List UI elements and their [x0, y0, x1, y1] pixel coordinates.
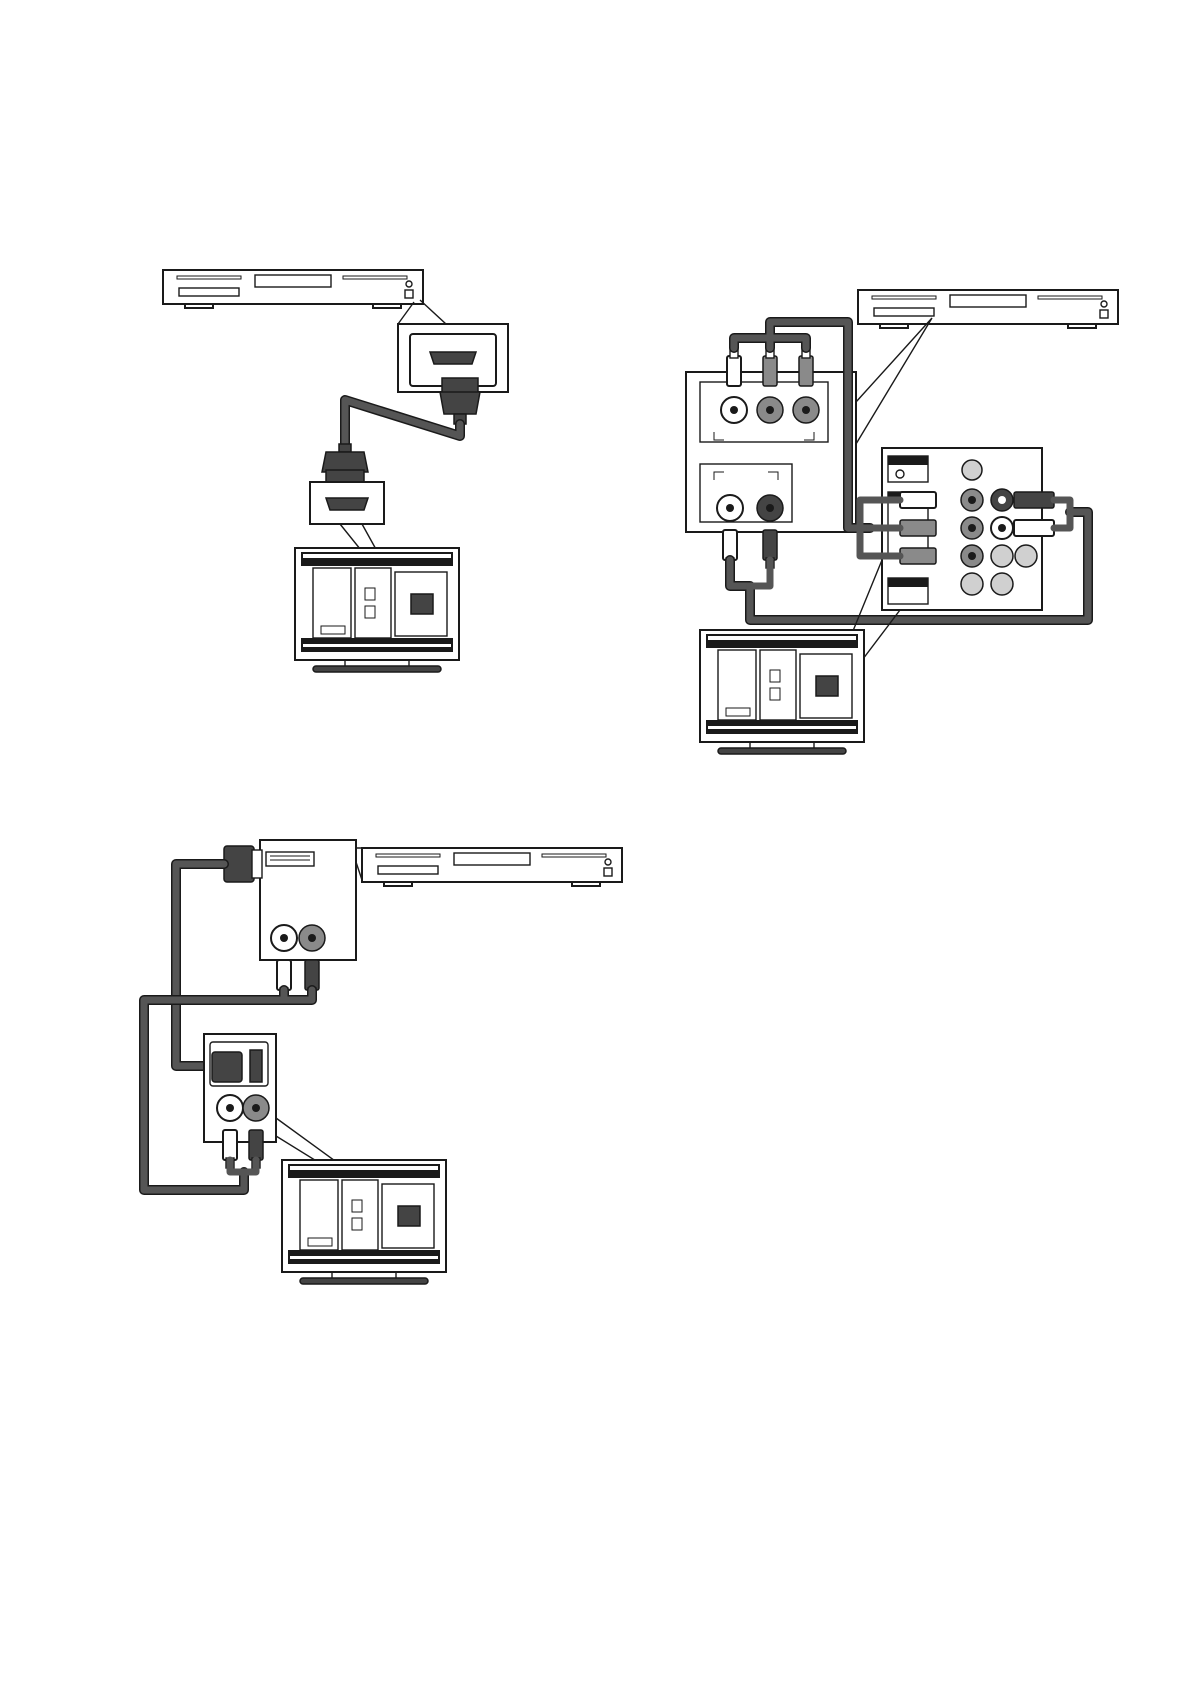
dvi-port-icon	[266, 852, 314, 866]
callout-line	[420, 300, 508, 324]
source-player	[362, 848, 622, 886]
hdmi-port-icon	[250, 1050, 262, 1082]
hdmi-port-icon	[430, 352, 476, 364]
tv-rear-panel	[700, 630, 864, 754]
hdmi-plug-icon	[322, 452, 368, 472]
tv-rear-panel	[295, 548, 459, 672]
tv-rear-panel	[282, 1160, 446, 1284]
hdmi-port-icon	[326, 498, 368, 510]
source-player	[163, 270, 423, 308]
hdmi-plug-icon	[440, 392, 480, 414]
source-player	[858, 290, 1118, 328]
figure-hdmi-connection	[163, 270, 508, 672]
hdmi-plug-icon	[212, 1052, 242, 1082]
figure-dvi-hdmi-connection	[144, 840, 622, 1284]
figure-component-connection	[686, 290, 1118, 754]
